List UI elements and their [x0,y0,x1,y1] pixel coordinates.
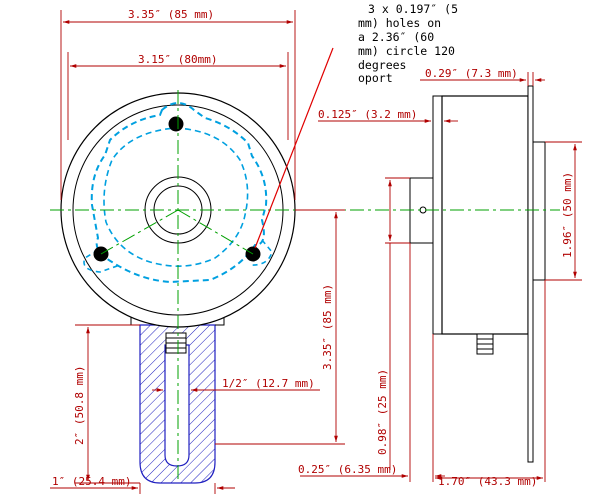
dimension-labels: 3.35″ (85 mm) 3.15″ (80mm) 0.29″ (7.3 mm… [52,8,574,488]
dim-body-depth: 0.29″ (7.3 mm) [425,67,518,80]
hole-note: 3 x 0.197″ (5 mm) holes on a 2.36″ (60 m… [358,2,458,85]
dim-total-depth: 1.70″ (43.3 mm) [438,475,537,488]
dim-shaft-len: 0.25″ (6.35 mm) [298,463,397,476]
dim-slot-width: 1/2″ (12.7 mm) [222,377,315,390]
hole-note-leader [254,47,334,249]
side-plate [527,85,534,463]
dim-center-height: 0.98″ (25 mm) [376,369,389,455]
side-flange [432,95,443,335]
side-body [441,95,529,335]
note-line-4: mm) circle 120 [358,44,455,58]
side-view [409,85,546,463]
arm-slot [164,344,190,467]
mount-hole-top [168,116,184,132]
dim-hub-dia: 1.96″ (50 mm) [561,172,574,258]
note-line-3: a 2.36″ (60 [358,30,434,44]
dim-overall-height: 3.35″ (85 mm) [321,284,334,370]
note-line-1: 3 x 0.197″ (5 [368,2,458,16]
dim-arm-length: 2″ (50.8 mm) [73,366,86,445]
side-hub [532,141,546,281]
dim-pcd-width: 3.15″ (80mm) [138,53,217,66]
dim-arm-width: 1″ (25.4 mm) [52,475,131,488]
dim-flange-thk: 0.125″ (3.2 mm) [318,108,417,121]
dim-overall-width: 3.35″ (85 mm) [128,8,214,21]
note-line-2: mm) holes on [358,16,441,30]
note-line-5: degrees [358,58,406,72]
dimension-lines [50,10,582,494]
hidden-disk [90,102,268,284]
note-line-6: oport [358,71,393,85]
